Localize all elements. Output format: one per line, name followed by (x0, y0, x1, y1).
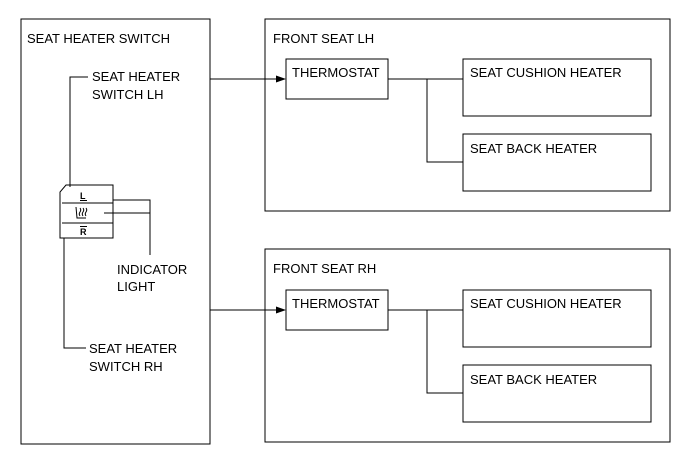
front-seat-rh-title: FRONT SEAT RH (273, 261, 376, 276)
switch-lh-label-line1: SEAT HEATER (92, 69, 180, 84)
switch-rh-label-line2: SWITCH RH (89, 359, 163, 374)
seat-heater-switch: L R (59, 184, 114, 239)
switch-letter-l: L (80, 191, 86, 201)
arrow-to-lh-thermostat-head (276, 75, 286, 83)
seat-cushion-heater-rh-label: SEAT CUSHION HEATER (470, 296, 622, 311)
seat-cushion-heater-lh-box (462, 58, 652, 117)
rh-thermostat-back-line (426, 310, 463, 394)
seat-heater-switch-title: SEAT HEATER SWITCH (27, 31, 170, 46)
arrow-to-rh-thermostat-head (276, 306, 286, 314)
seat-back-heater-rh-label: SEAT BACK HEATER (470, 372, 597, 387)
front-seat-lh-box (264, 18, 671, 212)
seat-back-heater-lh-label: SEAT BACK HEATER (470, 141, 597, 156)
indicator-light-label-line1: INDICATOR (117, 262, 187, 277)
front-seat-rh-box (264, 248, 671, 443)
seat-cushion-heater-rh-box (462, 289, 652, 348)
seat-cushion-heater-lh-label: SEAT CUSHION HEATER (470, 65, 622, 80)
thermostat-rh-label: THERMOSTAT (292, 296, 380, 311)
switch-lh-leader-line (69, 76, 88, 187)
indicator-light-label-line2: LIGHT (117, 279, 155, 294)
switch-lh-label-line2: SWITCH LH (92, 87, 164, 102)
switch-rh-label-line1: SEAT HEATER (89, 341, 177, 356)
indicator-leader-line (113, 199, 151, 255)
front-seat-lh-title: FRONT SEAT LH (273, 31, 374, 46)
seat-heater-icon (75, 206, 88, 219)
switch-letter-r: R (80, 227, 87, 237)
switch-body (59, 184, 114, 239)
switch-rh-leader-line (63, 238, 86, 349)
thermostat-lh-label: THERMOSTAT (292, 65, 380, 80)
lh-thermostat-back-line (426, 79, 463, 163)
seat-heater-switch-box (20, 18, 211, 445)
